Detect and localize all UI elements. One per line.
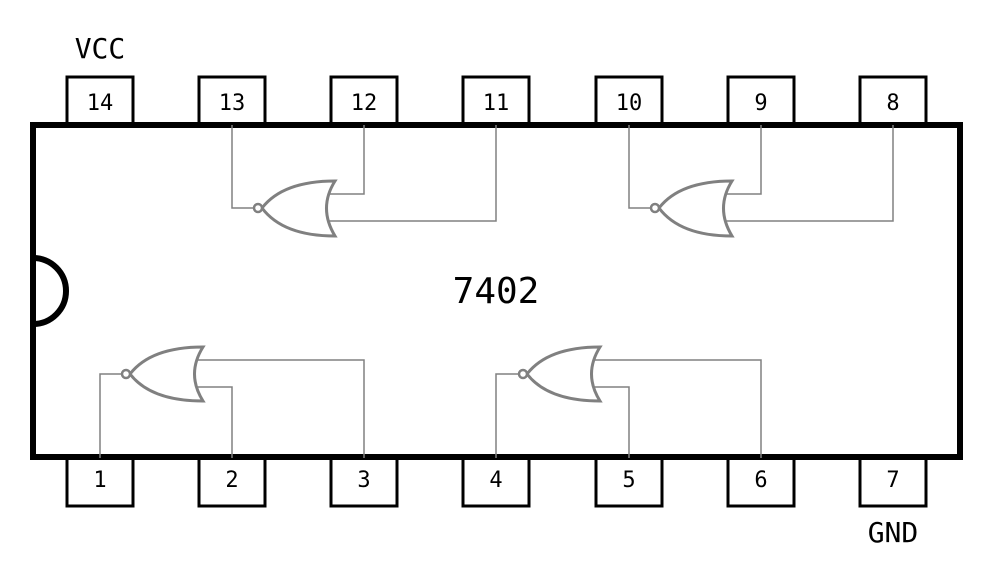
inversion-bubble: [517, 368, 529, 380]
inversion-bubble: [252, 202, 264, 214]
pin-6: 6: [726, 456, 796, 508]
pin-number: 14: [87, 91, 114, 116]
inversion-bubble: [120, 368, 132, 380]
pin-7: 7: [858, 456, 928, 508]
pin-4: 4: [461, 456, 531, 508]
pin-8: 8: [858, 75, 928, 127]
pin-number: 7: [886, 468, 899, 493]
pin-9: 9: [726, 75, 796, 127]
pin-number: 9: [754, 91, 767, 116]
nor-gate-lower-left: [99, 345, 365, 458]
nor-gate-symbol: [657, 179, 735, 238]
pin-number: 3: [357, 468, 370, 493]
nor-gate-symbol: [260, 179, 338, 238]
orientation-notch: [32, 255, 69, 327]
pin-10: 10: [594, 75, 664, 127]
pin-2: 2: [197, 456, 267, 508]
pin-11: 11: [461, 75, 531, 127]
pin-number: 4: [489, 468, 502, 493]
pin-3: 3: [329, 456, 399, 508]
pin-number: 13: [219, 91, 246, 116]
pin-number: 5: [622, 468, 635, 493]
pin-5: 5: [594, 456, 664, 508]
pin-14: 14: [65, 75, 135, 127]
pin-number: 12: [351, 91, 378, 116]
top-pin-row: 14 13 12 11 10 9 8: [65, 75, 928, 127]
pin-number: 2: [225, 468, 238, 493]
chip-part-number: 7402: [453, 271, 540, 312]
gnd-label: GND: [868, 516, 919, 549]
pin-1: 1: [65, 456, 135, 508]
pin-number: 8: [886, 91, 899, 116]
pin-number: 1: [93, 468, 106, 493]
vcc-label: VCC: [75, 32, 126, 65]
nor-gate-symbol: [525, 345, 603, 403]
bottom-pin-row: 1 2 3 4 5 6 7: [65, 456, 928, 508]
pin-number: 6: [754, 468, 767, 493]
nor-gate-lower-right: [495, 345, 762, 458]
pin-number: 11: [483, 91, 510, 116]
nor-gate-upper-right: [628, 125, 894, 238]
nor-gate-upper-left: [231, 125, 497, 238]
pin-12: 12: [329, 75, 399, 127]
inversion-bubble: [649, 202, 661, 214]
nor-gate-symbol: [128, 345, 206, 403]
pin-13: 13: [197, 75, 267, 127]
pin-number: 10: [616, 91, 643, 116]
